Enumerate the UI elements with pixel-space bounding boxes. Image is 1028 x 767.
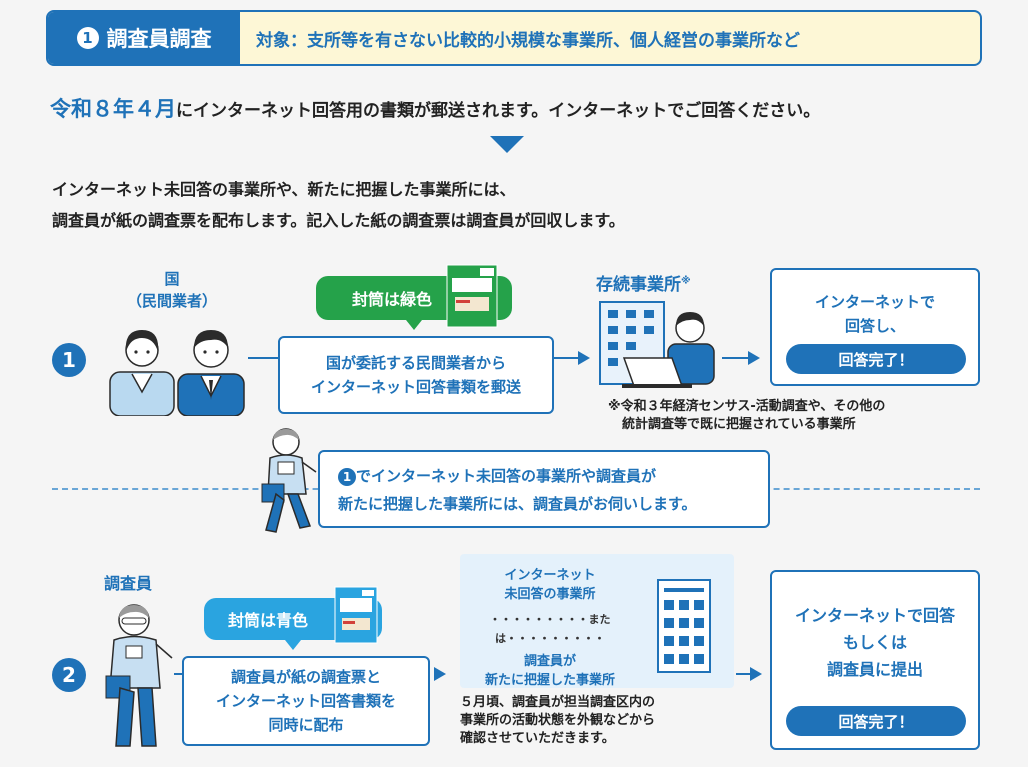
panel-or-text: または <box>495 613 611 645</box>
flow2-note-line-1: ５月頃、調査員が担当調査区内の <box>460 695 656 710</box>
green-envelope-icon <box>446 264 498 328</box>
arrow-right-icon <box>434 667 446 681</box>
gov-label-line-2: （民間業者） <box>126 292 217 310</box>
panel-text: インターネット 未回答の事業所 ・・・・・・・・・または・・・・・・・・・ 調査… <box>460 566 640 690</box>
flow1-note-line-2: 統計調査等で既に把握されている事業所 <box>622 417 856 432</box>
intro-line-1: インターネット未回答の事業所や、新たに把握した事業所には、 <box>52 180 516 199</box>
flow2-box-line-3: 同時に配布 <box>268 716 344 734</box>
panel-line-1: インターネット <box>504 568 596 583</box>
surveyor-label: 調査員 <box>104 574 153 593</box>
target-label: 存続事業所※ <box>596 270 691 295</box>
step-1-badge: 1 <box>52 343 86 377</box>
panel-line-2: 未回答の事業所 <box>504 587 596 602</box>
blue-envelope-icon <box>334 586 378 644</box>
target-business-panel: インターネット 未回答の事業所 ・・・・・・・・・または・・・・・・・・・ 調査… <box>460 554 734 688</box>
connector-line <box>248 357 278 359</box>
flow2-note-line-3: 確認させていただきます。 <box>460 731 615 746</box>
flow1-result-text: インターネットで 回答し、 <box>772 290 978 338</box>
gov-label-line-1: 国 <box>164 270 180 288</box>
connector-line <box>174 673 184 675</box>
header-banner: 1 調査員調査 対象：支所等を有さない比較的小規模な事業所、個人経営の事業所など <box>46 10 982 66</box>
step-ref-badge: 1 <box>338 468 356 486</box>
envelope-blue-label: 封筒は青色 <box>227 611 308 630</box>
flow1-mail-line-2: インターネット回答書類を郵送 <box>310 378 521 396</box>
panel-line-4: 新たに把握した事業所 <box>484 673 615 688</box>
arrow-line <box>554 357 580 359</box>
flow1-mail-box: 国が委託する民間業者から インターネット回答書類を郵送 <box>278 336 554 414</box>
step-number-badge: 1 <box>76 27 99 49</box>
flow2-result-line-2: もしくは <box>842 633 907 652</box>
flow1-result-line-1: インターネットで <box>814 293 935 311</box>
arrow-right-icon <box>750 667 762 681</box>
flow2-box-line-2: インターネット回答書類を <box>215 692 396 710</box>
panel-or: ・・・・・・・・・または・・・・・・・・・ <box>489 613 611 645</box>
flow2-done-badge: 回答完了！ <box>786 706 966 736</box>
office-worker-icon <box>599 301 715 388</box>
walking-surveyor-icon <box>261 428 317 533</box>
flow2-note-line-2: 事業所の活動状態を外観などから <box>460 713 656 728</box>
step-2-badge: 2 <box>52 658 86 692</box>
banner-title-block: 1 調査員調査 <box>48 12 240 64</box>
arrow-right-icon <box>578 351 590 365</box>
down-arrow-icon <box>490 136 524 153</box>
flow2-result-line-1: インターネットで回答 <box>794 606 955 625</box>
arrow-right-icon <box>748 351 760 365</box>
flow1-done-badge: 回答完了！ <box>786 344 966 374</box>
lead-text: 令和８年４月にインターネット回答用の書類が郵送されます。インターネットでご回答く… <box>50 93 820 123</box>
target-label-text: 存続事業所 <box>596 275 681 295</box>
banner-target: 対象：支所等を有さない比較的小規模な事業所、個人経営の事業所など <box>256 30 800 51</box>
arrow-line <box>736 673 752 675</box>
flow1-result-box: インターネットで 回答し、 回答完了！ <box>770 268 980 386</box>
flow1-result-line-2: 回答し、 <box>844 317 905 335</box>
flow1-note: ※令和３年経済センサス‐活動調査や、その他の 統計調査等で既に把握されている事業… <box>608 398 885 434</box>
lead-date: 令和８年４月 <box>50 97 176 121</box>
intro-line-2: 調査員が紙の調査票を配布します。記入した紙の調査票は調査員が回収します。 <box>52 211 625 230</box>
flow2-distribute-box: 調査員が紙の調査票と インターネット回答書類を 同時に配布 <box>182 656 430 746</box>
revisit-line-2: 新たに把握した事業所には、調査員がお伺いします。 <box>338 495 697 513</box>
surveyor-figure-icon <box>105 604 173 747</box>
arrow-line <box>722 357 750 359</box>
building-icon <box>657 579 711 673</box>
banner-title: 調査員調査 <box>106 27 212 51</box>
target-label-mark: ※ <box>681 275 691 287</box>
flow2-note: ５月頃、調査員が担当調査区内の 事業所の活動状態を外観などから 確認させていただ… <box>460 694 655 748</box>
flow2-result-box: インターネットで回答 もしくは 調査員に提出 回答完了！ <box>770 570 980 750</box>
flow2-result-text: インターネットで回答 もしくは 調査員に提出 <box>772 602 978 683</box>
flow2-result-line-3: 調査員に提出 <box>826 660 923 679</box>
revisit-line-1-text: でインターネット未回答の事業所や調査員が <box>356 467 657 485</box>
business-people-icon <box>109 330 245 416</box>
panel-line-3: 調査員が <box>523 654 576 669</box>
envelope-green-label: 封筒は緑色 <box>351 290 432 309</box>
flow1-note-line-1: ※令和３年経済センサス‐活動調査や、その他の <box>608 399 886 414</box>
flow2-box-line-1: 調査員が紙の調査票と <box>230 668 381 686</box>
flow1-mail-line-1: 国が委託する民間業者から <box>325 354 506 372</box>
lead-rest: にインターネット回答用の書類が郵送されます。インターネットでご回答ください。 <box>176 101 821 121</box>
intro-paragraph: インターネット未回答の事業所や、新たに把握した事業所には、 調査員が紙の調査票を… <box>52 174 625 236</box>
gov-label: 国 （民間業者） <box>112 268 232 312</box>
